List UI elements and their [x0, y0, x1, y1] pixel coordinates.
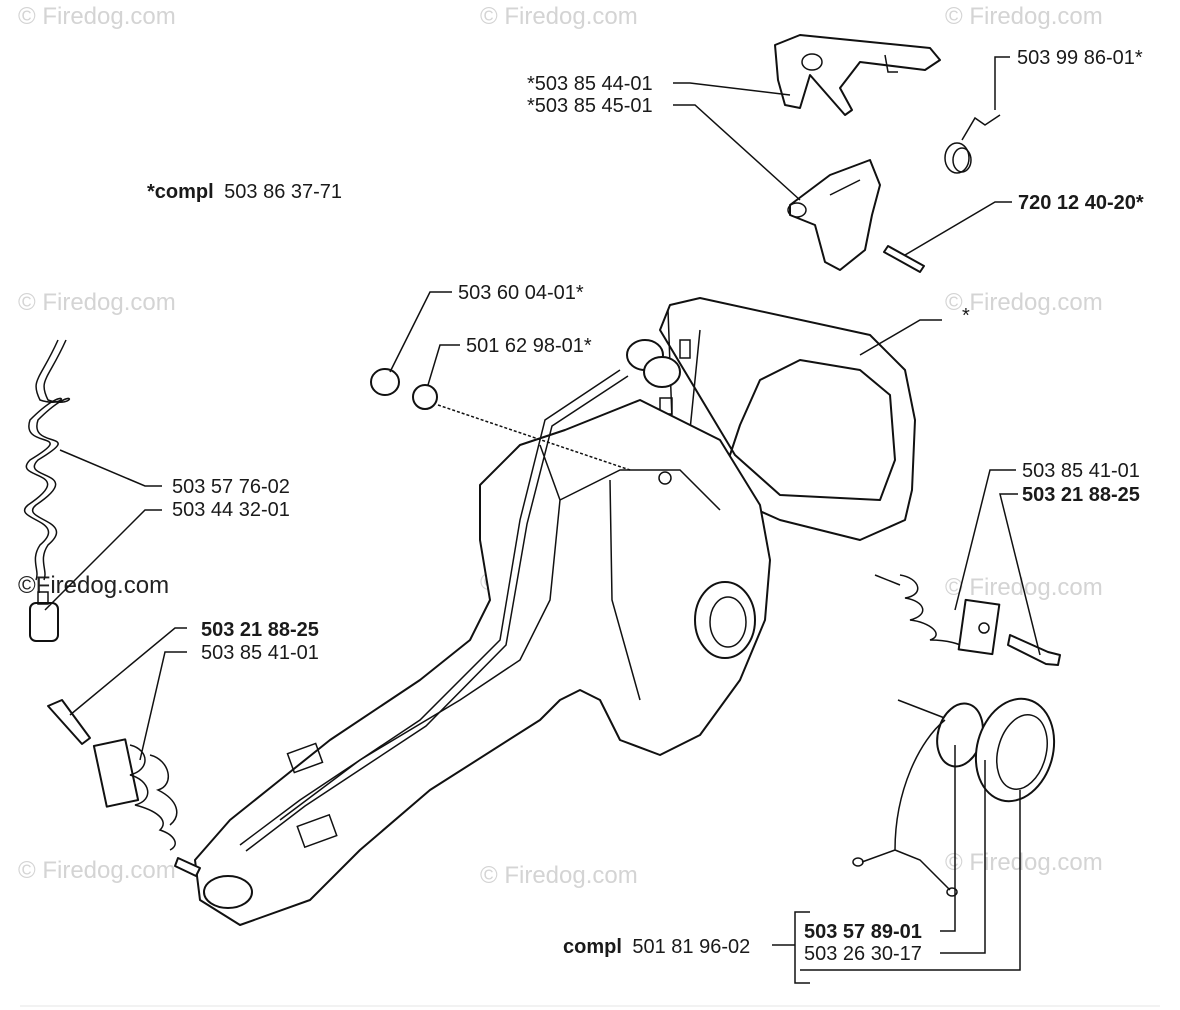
watermark-dark: ©Firedog.com	[18, 572, 169, 599]
fuel-tank-handle-drawing	[194, 297, 916, 926]
compl-bottom-prefix: compl	[563, 936, 622, 958]
throttle-lockout-drawing	[787, 159, 881, 271]
label-left-503-85-41-01: 503 85 41-01	[201, 642, 319, 664]
fuel-hose-drawing	[23, 339, 71, 581]
label-503-57-76-02: 503 57 76-02	[172, 476, 290, 498]
label-left-503-21-88-25: 503 21 88-25	[201, 619, 319, 641]
throttle-trigger-drawing	[774, 34, 941, 116]
label-503-99-86-01: 503 99 86-01*	[1017, 47, 1143, 69]
left-av-spring-drawing	[47, 699, 201, 877]
watermark: © Firedog.com	[18, 3, 176, 30]
label-503-85-44-01: *503 85 44-01	[527, 73, 653, 95]
label-compl-top: *compl 503 86 37-71	[147, 181, 342, 203]
label-503-44-32-01: 503 44 32-01	[172, 499, 290, 521]
label-503-85-45-01: *503 85 45-01	[527, 95, 653, 117]
fuel-filter-drawing	[29, 591, 59, 642]
part-labels: *503 85 44-01 *503 85 45-01 503 99 86-01…	[147, 47, 1144, 965]
label-501-62-98-01: 501 62 98-01*	[466, 335, 592, 357]
right-av-spring-drawing	[874, 574, 1061, 666]
label-720-12-40-20: 720 12 40-20*	[1018, 192, 1144, 214]
watermark: © Firedog.com	[480, 3, 638, 30]
compl-bottom-number: 501 81 96-02	[632, 936, 750, 958]
torsion-spring-drawing	[944, 114, 1001, 174]
label-503-57-89-01: 503 57 89-01	[804, 921, 922, 943]
pin-drawing	[883, 245, 925, 273]
watermark: © Firedog.com	[18, 289, 176, 316]
fuel-cap-drawing	[852, 697, 1056, 897]
label-right-503-85-41-01: 503 85 41-01	[1022, 460, 1140, 482]
label-star: *	[962, 305, 970, 327]
watermark: © Firedog.com	[945, 849, 1103, 876]
label-503-60-04-01: 503 60 04-01*	[458, 282, 584, 304]
watermark: © Firedog.com	[18, 857, 176, 884]
compl-top-prefix: *compl	[147, 181, 214, 203]
watermark: © Firedog.com	[480, 862, 638, 889]
compl-top-number: 503 86 37-71	[224, 181, 342, 203]
label-right-503-21-88-25: 503 21 88-25	[1022, 484, 1140, 506]
label-503-26-30-17: 503 26 30-17	[804, 943, 922, 965]
label-compl-bottom: compl 501 81 96-02	[563, 936, 750, 958]
watermark: © Firedog.com	[945, 289, 1103, 316]
leader-lines	[44, 56, 1041, 984]
rubber-plugs-drawing	[370, 368, 631, 471]
watermark: © Firedog.com	[945, 3, 1103, 30]
